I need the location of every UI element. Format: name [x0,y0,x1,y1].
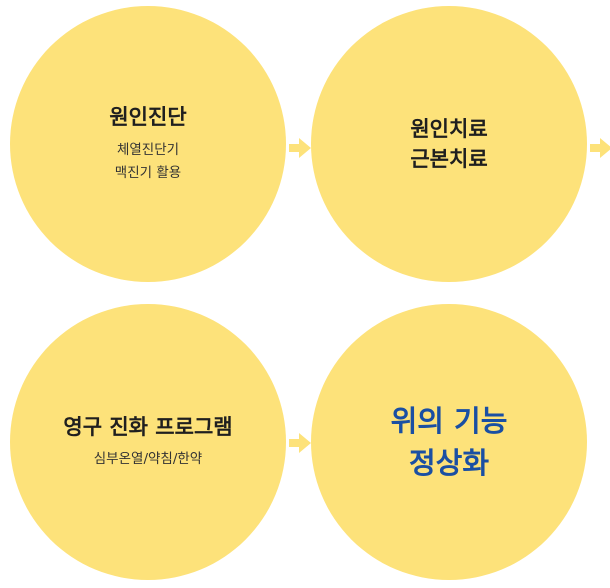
step-details: 체열진단기 맥진기 활용 [115,139,181,186]
step-title-line: 근본치료 [410,147,488,171]
step-detail-line: 체열진단기 [116,141,180,158]
step-circle-diagnosis: 원인진단 체열진단기 맥진기 활용 [10,6,286,282]
result-title-line: 정상화 [408,446,490,480]
step-title: 원인진단 [109,105,187,130]
result-title-line: 위의 기능 [390,403,508,438]
step-detail-line: 맥진기 활용 [114,165,182,182]
step-circle-program: 영구 진화 프로그램 심부온열/약침/한약 [10,304,286,580]
step-title: 영구 진화 프로그램 [63,414,233,439]
step-circle-result: 위의 기능 정상화 [311,304,587,580]
step-title-line: 원인치료 [410,116,488,141]
step-circle-treatment: 원인치료 근본치료 [311,6,587,282]
step-detail-line: 심부온열/약침/한약 [93,451,203,468]
step-details: 심부온열/약침/한약 [94,448,202,472]
